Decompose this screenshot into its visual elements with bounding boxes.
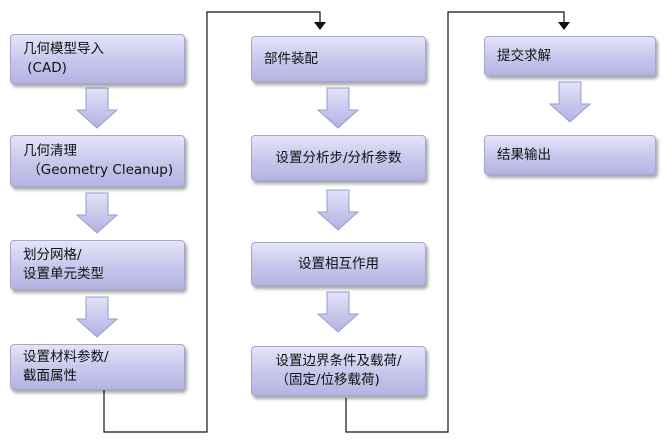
- down-arrow-icon: [75, 87, 119, 129]
- step-submit-solve: 提交求解: [484, 36, 656, 76]
- down-arrow-icon: [548, 81, 592, 123]
- step-cad-import: 几何模型导入 (CAD): [10, 34, 185, 84]
- down-arrow-icon: [316, 291, 360, 333]
- step-geometry-cleanup: 几何清理 （Geometry Cleanup): [10, 135, 185, 187]
- step-analysis-steps: 设置分析步/分析参数: [251, 135, 426, 181]
- step-interaction: 设置相互作用: [251, 242, 426, 286]
- step-material-section: 设置材料参数/ 截面属性: [10, 344, 185, 390]
- step-result-output: 结果输出: [484, 135, 656, 175]
- down-arrow-icon: [316, 87, 360, 129]
- connector-line-col1-to-col2: [103, 11, 321, 433]
- down-arrow-icon: [316, 189, 360, 231]
- connector-arrowhead-col3: [558, 22, 570, 30]
- step-part-assembly: 部件装配: [251, 36, 426, 82]
- down-arrow-icon: [75, 296, 119, 338]
- down-arrow-icon: [75, 192, 119, 234]
- connector-arrowhead-col2: [314, 22, 326, 30]
- connector-line-col2-to-col3: [345, 11, 565, 433]
- step-mesh-element-type: 划分网格/ 设置单元类型: [10, 240, 185, 290]
- step-boundary-loads: 设置边界条件及载荷/ （固定/位移载荷): [251, 346, 426, 396]
